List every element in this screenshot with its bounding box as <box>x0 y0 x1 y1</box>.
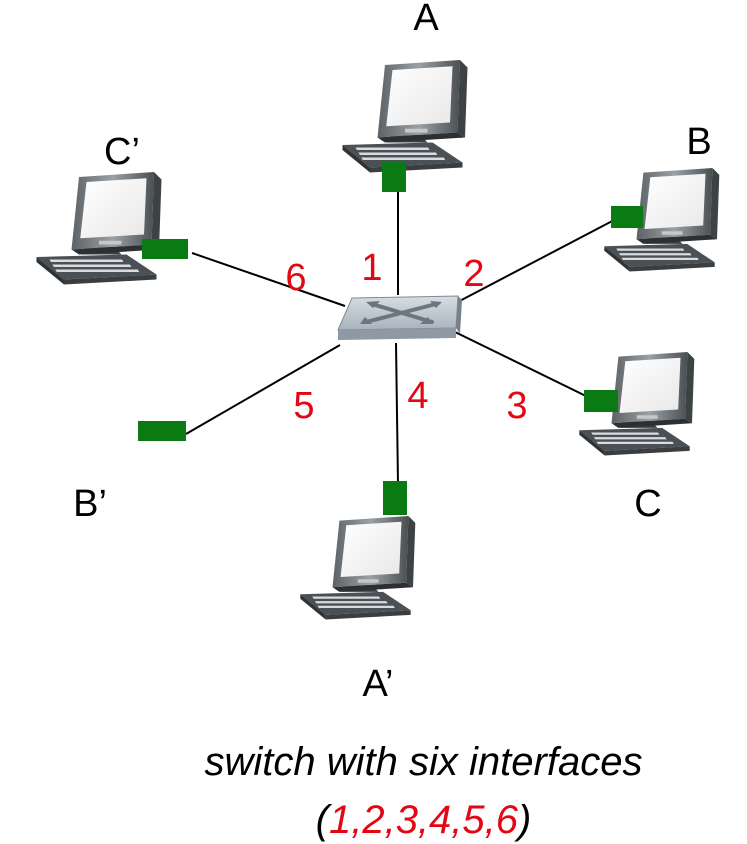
interface-card-B-prime <box>138 421 186 441</box>
interface-number-6: 6 <box>285 257 306 299</box>
caption-interface-list: 1,2,3,4,5,6 <box>328 798 519 842</box>
host-label-C-prime: C’ <box>104 131 140 173</box>
link-2 <box>451 217 619 306</box>
interface-number-3: 3 <box>506 385 527 427</box>
host-B-prime: B’ <box>73 483 107 525</box>
caption-close-paren: ) <box>518 798 532 842</box>
interface-cards <box>138 162 643 515</box>
interface-card-A <box>382 162 406 192</box>
link-3 <box>454 331 591 399</box>
host-label-A-prime: A’ <box>363 663 394 705</box>
interface-number-5: 5 <box>293 385 314 427</box>
host-label-B-prime: B’ <box>73 483 107 525</box>
interface-number-1: 1 <box>361 247 382 289</box>
interface-card-A-prime <box>383 481 407 515</box>
caption-line-2: (1,2,3,4,5,6) <box>50 798 747 843</box>
host-label-C: C <box>634 483 661 525</box>
links <box>185 192 619 485</box>
ethernet-switch-icon <box>337 295 462 340</box>
caption-text: switch with six interfaces <box>204 740 643 784</box>
desktop-computer-icon <box>342 60 468 173</box>
host-label-B: B <box>686 121 711 163</box>
host-A: A <box>342 0 468 173</box>
host-label-A: A <box>413 0 439 39</box>
interface-card-B <box>611 206 643 228</box>
host-B: B <box>604 121 720 272</box>
interface-number-4: 4 <box>407 375 428 417</box>
host-C-prime: C’ <box>36 131 162 285</box>
link-4 <box>395 342 399 485</box>
desktop-computer-icon <box>300 516 416 620</box>
link-6 <box>191 252 346 307</box>
interface-numbers: 1 2 3 4 5 6 <box>285 247 527 427</box>
interface-card-C <box>584 390 618 412</box>
desktop-computer-icon <box>36 172 162 285</box>
host-A-prime: A’ <box>300 516 416 705</box>
interface-number-2: 2 <box>463 253 484 295</box>
caption-open-paren: ( <box>315 798 329 842</box>
caption-line-1: switch with six interfaces <box>50 740 747 785</box>
link-5 <box>185 344 341 435</box>
interface-card-C-prime <box>142 239 188 259</box>
host-C: C <box>579 352 695 525</box>
